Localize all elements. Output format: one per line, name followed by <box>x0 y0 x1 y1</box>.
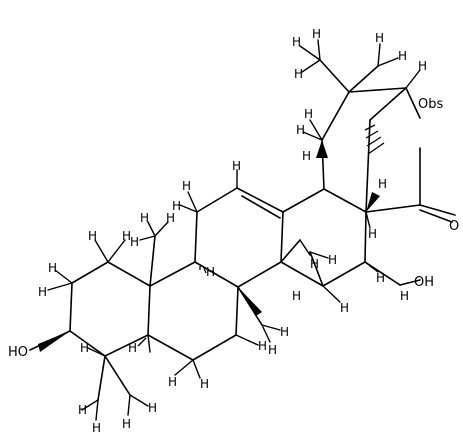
h-label: H <box>296 123 305 137</box>
h-label: H <box>378 177 387 191</box>
solid-wedges <box>38 140 380 352</box>
hydroxyl-label-16: OH <box>414 275 434 290</box>
h-label: H <box>88 229 97 243</box>
hydrogen-bonds <box>47 39 421 421</box>
h-label: H <box>418 59 427 73</box>
skeleton-bonds <box>29 59 456 401</box>
h-label: H <box>280 325 289 339</box>
h-label: H <box>80 341 89 355</box>
h-label: H <box>258 339 267 353</box>
lactone-oxygen-label: Obs <box>418 97 443 112</box>
h-label: H <box>130 235 139 249</box>
h-label: H <box>122 417 131 431</box>
h-label: H <box>312 27 321 41</box>
h-label: H <box>375 31 384 45</box>
h-label: H <box>140 211 149 225</box>
h-label: H <box>398 49 407 63</box>
h-label: H <box>368 227 377 241</box>
h-label: H <box>168 375 177 389</box>
h-label: H <box>340 301 349 315</box>
oxygen-label-3: HO <box>8 345 28 360</box>
h-label: H <box>166 211 175 225</box>
h-label: H <box>310 257 319 271</box>
h-label: H <box>268 343 277 357</box>
h-label: H <box>292 289 301 303</box>
h-label: H <box>78 403 87 417</box>
h-label: H <box>302 149 311 163</box>
h-label: H <box>182 179 191 193</box>
hashed-wedges <box>137 124 385 347</box>
h-label: H <box>128 341 137 355</box>
h-label: H <box>304 107 313 121</box>
h-label: H <box>232 159 241 173</box>
h-label: H <box>294 67 303 81</box>
h-label: H <box>38 285 47 299</box>
atom-labels: HO OH Obs O H H H H H H H H H H H H H H … <box>8 27 459 435</box>
h-label: H <box>328 253 337 267</box>
h-label: H <box>400 289 409 303</box>
h-label: H <box>206 265 215 279</box>
h-label: H <box>172 199 181 213</box>
h-label: H <box>148 401 157 415</box>
h-label: H <box>292 35 301 49</box>
h-label: H <box>48 261 57 275</box>
carbonyl-oxygen-label: O <box>449 219 459 234</box>
h-label: H <box>376 271 385 285</box>
h-label: H <box>200 377 209 391</box>
h-label: H <box>122 229 131 243</box>
h-label: H <box>92 421 101 435</box>
